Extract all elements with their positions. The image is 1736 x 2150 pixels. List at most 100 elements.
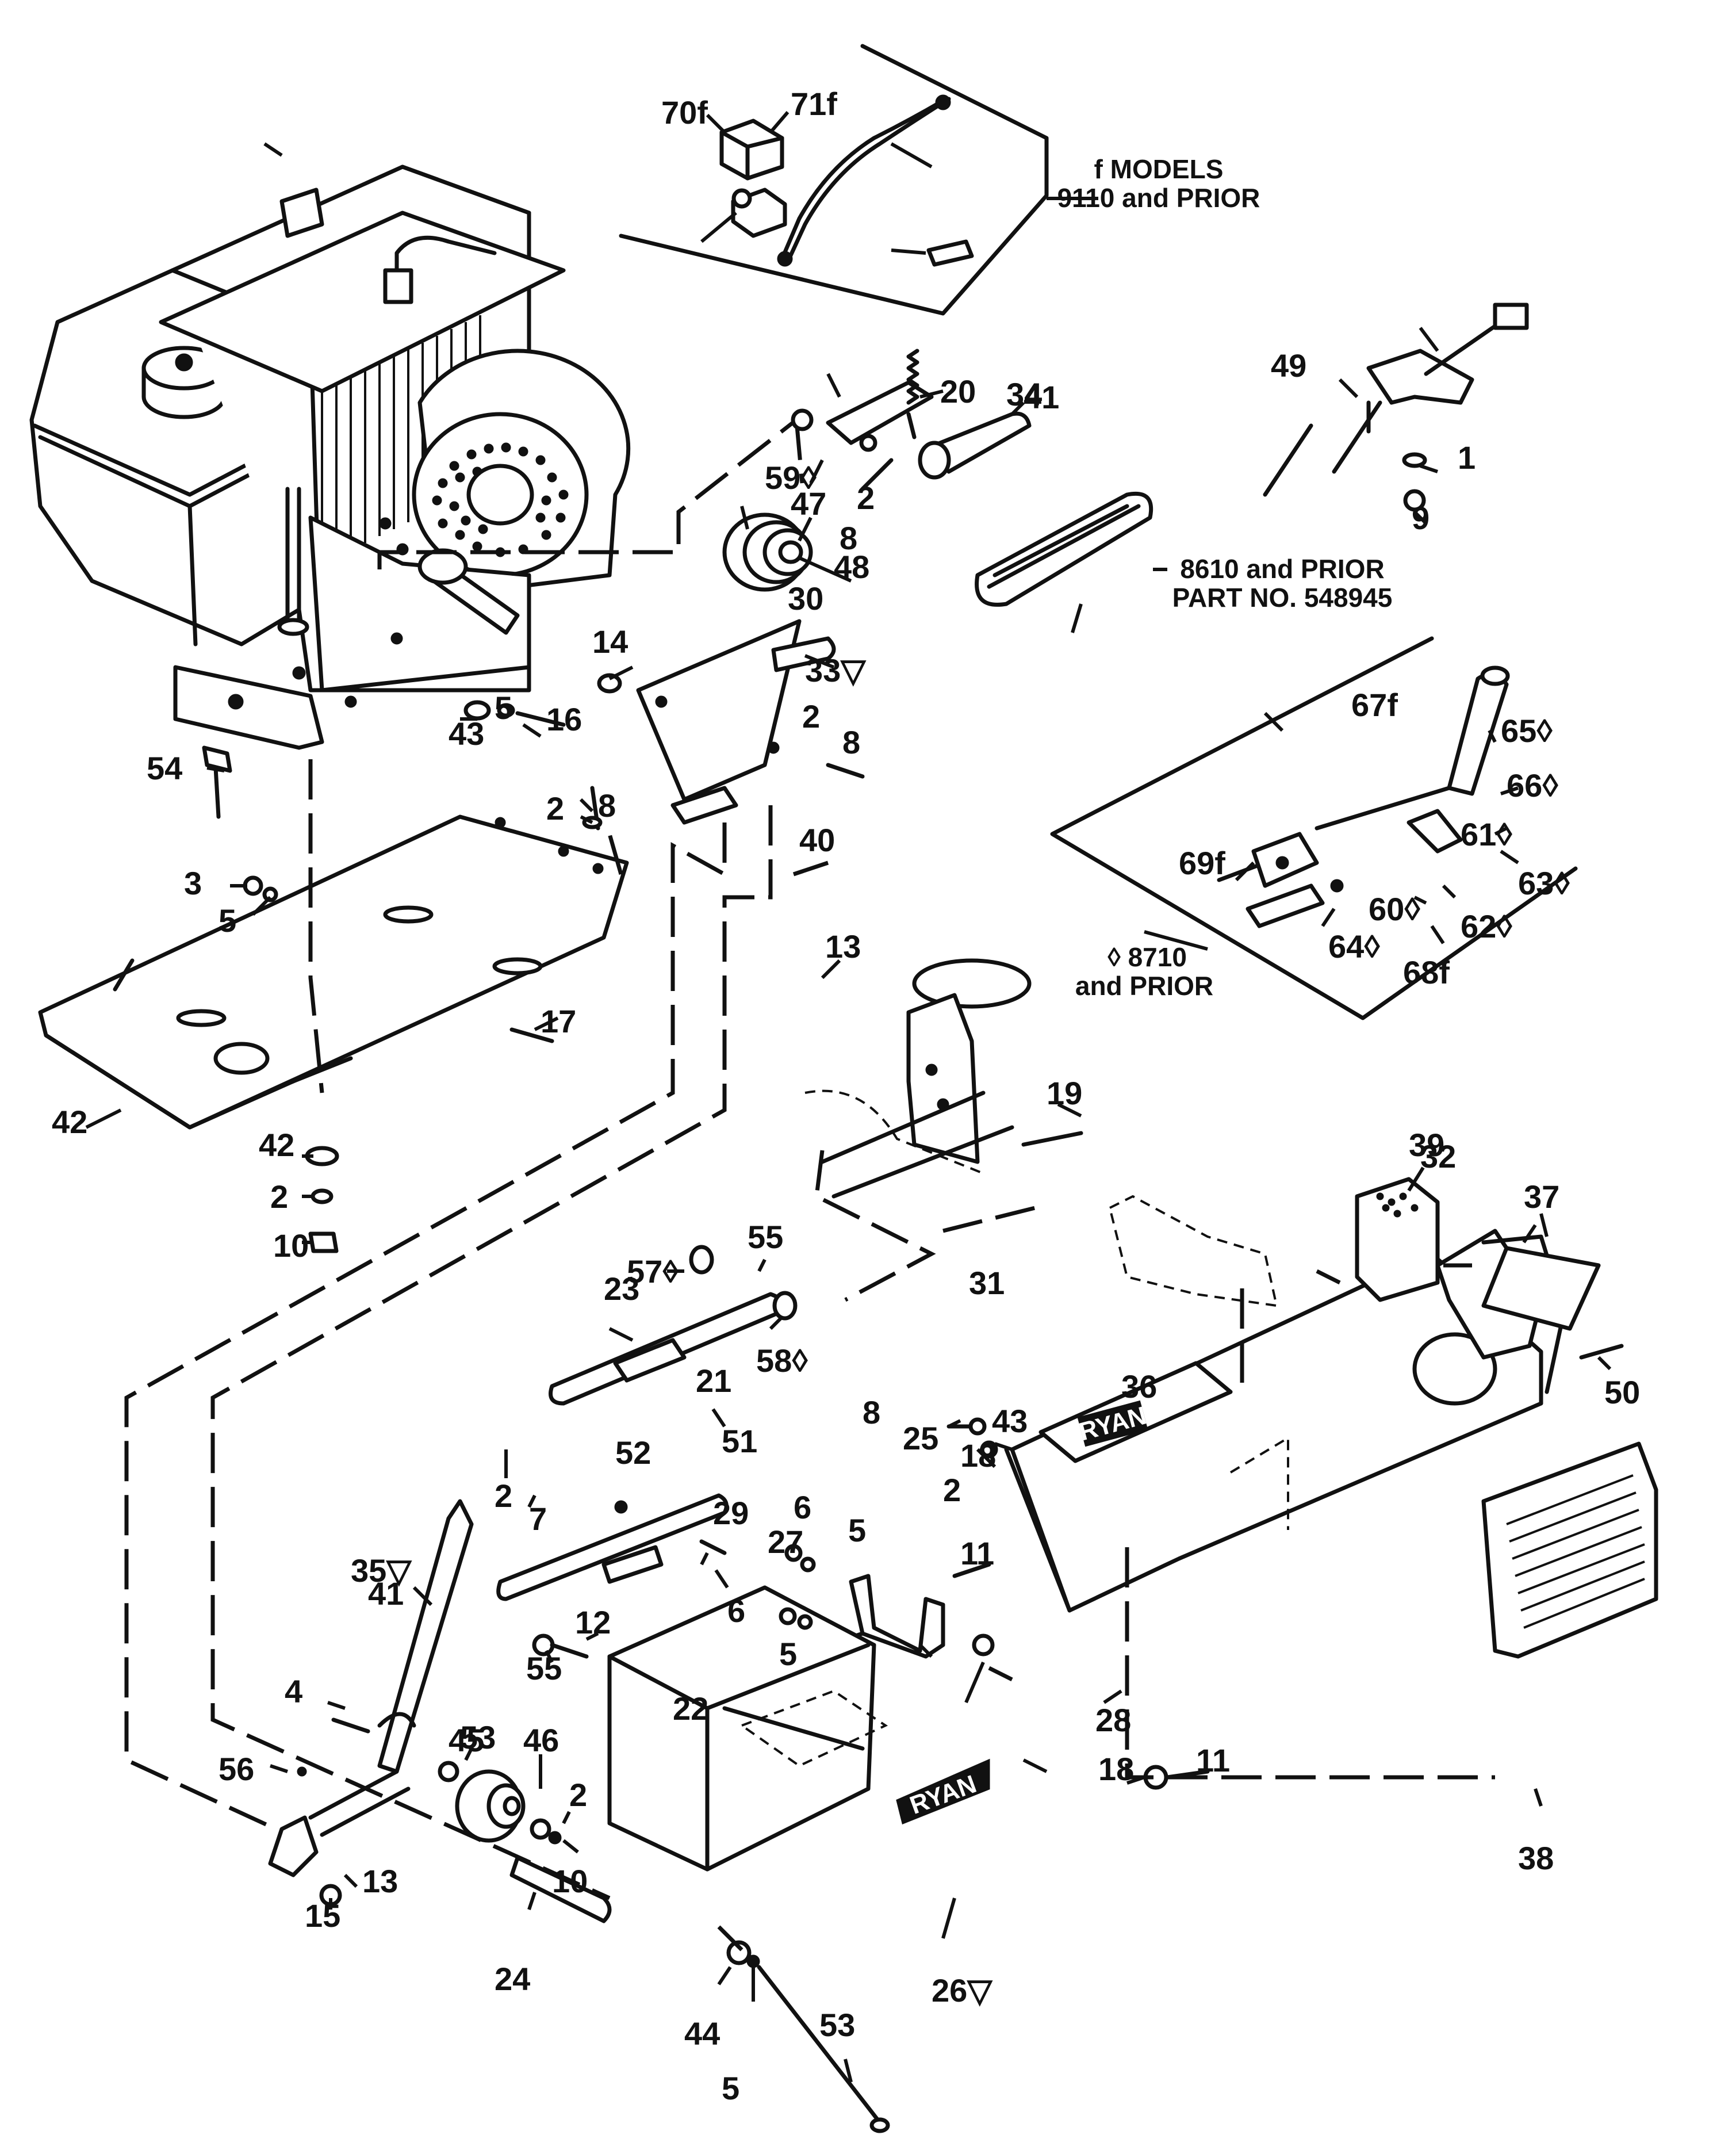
callout-label: 51 xyxy=(722,1423,757,1459)
belt: 8610 and PRIOR PART NO. 548945 xyxy=(975,491,1393,613)
callout-label: 2 xyxy=(495,1478,512,1514)
callout-label: 5 xyxy=(219,902,236,939)
mounting-plate xyxy=(597,619,836,825)
callout-label: 53 xyxy=(819,2007,855,2043)
callout-label: 10 xyxy=(273,1227,309,1264)
callout-label: 46 xyxy=(523,1722,559,1758)
f-models-line2: 9110 and PRIOR xyxy=(1057,183,1260,213)
lever-assembly xyxy=(1263,303,1529,512)
callout-label: 40 xyxy=(799,822,835,858)
callout-label: 7 xyxy=(529,1501,547,1537)
callout-label: 55 xyxy=(748,1219,783,1255)
diamond-note-line2: and PRIOR xyxy=(1075,971,1213,1001)
callout-label: 20 xyxy=(940,373,976,410)
callout-label: 18 xyxy=(960,1437,996,1474)
belt-note-line2: PART NO. 548945 xyxy=(1172,583,1393,613)
callout-label: 55 xyxy=(526,1650,562,1686)
callout-label: 2 xyxy=(569,1777,587,1813)
belt-note-line1: 8610 and PRIOR xyxy=(1180,554,1384,584)
pulley-assembly xyxy=(377,349,1032,592)
callout-label: 5 xyxy=(495,690,512,726)
warning-decal xyxy=(1481,1441,1658,1659)
callout-label: 2 xyxy=(943,1472,961,1508)
callout-label: 49 xyxy=(1271,347,1306,384)
callout-label: 52 xyxy=(615,1434,651,1471)
callout-label: 2 xyxy=(857,480,875,516)
callout-label: 71f xyxy=(791,86,837,122)
callout-label: 5 xyxy=(848,1512,866,1548)
callout-label: 59◊ xyxy=(765,460,817,496)
callout-label: 35▽ xyxy=(351,1552,412,1589)
callout-label: 17 xyxy=(541,1003,576,1039)
callout-label: 69f xyxy=(1179,845,1225,881)
callout-label: 48 xyxy=(834,549,869,585)
callout-label: 18 xyxy=(1098,1751,1134,1787)
callout-label: 27 xyxy=(768,1524,803,1560)
callout-label: 67f xyxy=(1351,687,1398,723)
callout-label: 9 xyxy=(1412,500,1430,536)
callout-label: 62◊ xyxy=(1461,908,1512,944)
callout-label: 15 xyxy=(305,1897,340,1934)
handle-lever xyxy=(268,1493,945,1923)
callout-label: 25 xyxy=(903,1420,938,1456)
callout-label: 21 xyxy=(696,1363,731,1399)
callout-label: 29 xyxy=(713,1495,749,1531)
callout-label: 2 xyxy=(270,1179,288,1215)
callout-label: 30 xyxy=(788,580,823,617)
callout-label: 60◊ xyxy=(1369,891,1420,927)
hardware xyxy=(202,700,1624,1907)
callout-label: 11 xyxy=(960,1535,994,1571)
callout-label: 14 xyxy=(592,623,628,660)
callout-label: 57◊ xyxy=(627,1253,679,1290)
leader-lines xyxy=(85,111,1612,2083)
callout-label: 2 xyxy=(546,790,564,827)
callout-label: 12 xyxy=(575,1604,611,1640)
diamond-panel: ◊ 8710 and PRIOR xyxy=(1050,636,1578,1020)
callout-label: 5 xyxy=(779,1636,797,1672)
callout-label: 53 xyxy=(460,1719,496,1755)
base-plate xyxy=(38,814,629,1130)
callout-label: 66◊ xyxy=(1507,767,1558,804)
callout-label: 64◊ xyxy=(1328,928,1380,965)
callout-label: 22 xyxy=(673,1690,708,1727)
callout-label: 36 xyxy=(1121,1368,1157,1405)
callout-label: 32 xyxy=(1420,1138,1456,1175)
callout-label: 34 xyxy=(1006,376,1042,412)
callout-label: 8 xyxy=(598,787,616,824)
callout-label: 47 xyxy=(791,485,826,522)
callout-label: 70f xyxy=(661,94,708,131)
callout-label: 5 xyxy=(722,2070,739,2106)
callout-label: 41 xyxy=(1024,379,1059,415)
callout-label: 11 xyxy=(1196,1742,1230,1778)
bolt-51 xyxy=(726,1940,890,2133)
callout-label: 37 xyxy=(1524,1179,1559,1215)
callout-labels: 1 2 2 2 2 2 2 2 3 4 5 5 5 5 5 6 6 7 8 8 … xyxy=(52,86,1640,2106)
callout-label: 56 xyxy=(219,1751,254,1787)
callout-label: 54 xyxy=(147,750,182,786)
decal-bottom: RYAN xyxy=(906,1770,980,1820)
callout-label: 6 xyxy=(794,1489,811,1525)
diamond-note-line1: ◊ 8710 xyxy=(1107,942,1187,972)
callout-label: 33▽ xyxy=(805,652,867,688)
callout-label: 6 xyxy=(727,1593,745,1629)
callout-label: 8 xyxy=(842,724,860,760)
callout-label: 23 xyxy=(604,1271,639,1307)
handle-bracket xyxy=(804,958,1032,1199)
callout-label: 3 xyxy=(184,865,202,901)
callout-label: 1 xyxy=(1458,439,1476,476)
callout-label: 43 xyxy=(449,716,484,752)
callout-label: 65◊ xyxy=(1501,713,1553,749)
assembly-paths xyxy=(124,759,1495,1952)
callout-label: 26▽ xyxy=(932,1972,993,2009)
callout-label: 41 xyxy=(368,1575,404,1612)
callout-label: 45 xyxy=(449,1722,484,1758)
deck-housing: RYAN xyxy=(1004,1177,1601,1613)
callout-label: 28 xyxy=(1095,1702,1131,1738)
callout-label: 31 xyxy=(969,1265,1005,1301)
callout-label: 4 xyxy=(285,1673,302,1709)
callout-label: 2 xyxy=(802,698,820,734)
callout-label: 13 xyxy=(825,928,861,965)
callout-label: 38 xyxy=(1518,1840,1554,1876)
callout-label: 68f xyxy=(1403,954,1450,990)
